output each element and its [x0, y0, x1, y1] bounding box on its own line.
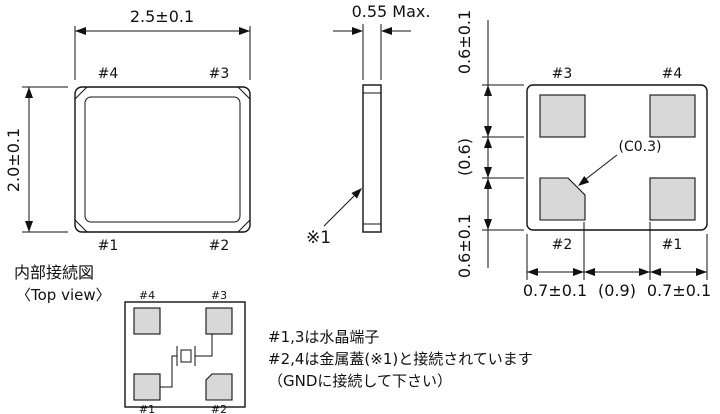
connection-pad-label-2: #2: [211, 403, 227, 414]
connection-pad-label-4: #4: [139, 289, 155, 302]
bottom-view-pad-4: [649, 94, 696, 138]
connection-pad-1: [133, 373, 161, 401]
top-view-height-dimension: 2.0±0.1: [4, 128, 23, 192]
bottom-view-pad-3: [539, 94, 586, 138]
note-line-1: #1,3は水晶端子: [268, 328, 379, 346]
top-view-inner-outline: [84, 96, 241, 223]
bottom-view-vertical-dimension-lines: [482, 20, 524, 268]
top-view-pad-label-3: #3: [209, 66, 230, 82]
top-view-pad-label-2: #2: [209, 238, 230, 254]
top-view-corner-chamfers: [74, 86, 251, 233]
top-view-dimension-lines: [22, 26, 251, 233]
note-line-2: #2,4は金属蓋(※1)と接続されています: [268, 350, 533, 368]
crystal-symbol-box: [180, 349, 192, 363]
bottom-view-dim-mid: (0.6): [455, 138, 474, 176]
bottom-view-dim-left: 0.7±0.1: [523, 281, 587, 300]
top-view-pad-label-1: #1: [98, 238, 119, 254]
bottom-view-pad-label-1: #1: [662, 237, 683, 253]
top-view-package-outline: [74, 86, 251, 233]
bottom-view-pad-label-4: #4: [662, 66, 683, 82]
top-view-pad-label-4: #4: [98, 66, 119, 82]
side-view-thickness-dimension: 0.55 Max.: [352, 2, 431, 21]
chamfer-leader-line: [585, 154, 618, 180]
bottom-view-dim-center: (0.9): [598, 281, 636, 300]
top-view-width-dimension: 2.5±0.1: [130, 7, 194, 26]
bottom-view-pad-1: [649, 177, 696, 221]
side-view-lid-lines: [363, 92, 381, 225]
connection-pad-3: [205, 307, 233, 335]
side-view-package-body: [362, 84, 382, 233]
internal-connection-diagram: 内部接続図 〈Top view〉 #4 #3 #1 #2: [14, 263, 246, 414]
bottom-view-drawing: (C0.3) 0.6±0.1 (0.6) 0.6±0.1 0.7±0.1 (0.…: [455, 10, 711, 300]
bottom-view-pad-label-2: #2: [552, 237, 573, 253]
connection-diagram-title: 内部接続図: [14, 263, 94, 282]
notes-block: #1,3は水晶端子 #2,4は金属蓋(※1)と接続されています （GNDに接続し…: [268, 328, 533, 390]
side-view-note-reference: ※1: [306, 228, 331, 248]
connection-pad-2-chamfered: [205, 373, 233, 401]
side-view-dimension-lines: [323, 24, 411, 227]
bottom-view-pad-label-3: #3: [552, 66, 573, 82]
crystal-connection-wiring: [160, 334, 213, 388]
bottom-view-horizontal-dimension-lines: [526, 222, 708, 280]
bottom-view-dim-top: 0.6±0.1: [455, 10, 474, 74]
connection-pad-label-3: #3: [211, 289, 227, 302]
top-view-drawing: 2.5±0.1 2.0±0.1 #4 #3 #1 #2: [4, 7, 251, 254]
bottom-view-pad-2-chamfered: [539, 177, 586, 221]
chamfer-dimension: (C0.3): [619, 139, 662, 155]
note-line-3: （GNDに接続して下さい）: [268, 372, 452, 390]
side-view-drawing: 0.55 Max. ※1: [306, 2, 430, 248]
connection-pad-label-1: #1: [139, 403, 155, 414]
bottom-view-dim-bottom: 0.6±0.1: [455, 214, 474, 278]
bottom-view-dim-right: 0.7±0.1: [647, 281, 711, 300]
connection-diagram-subtitle: 〈Top view〉: [16, 286, 111, 304]
chamfer-leader-arrowhead: [578, 176, 590, 186]
connection-pad-4: [133, 307, 161, 335]
